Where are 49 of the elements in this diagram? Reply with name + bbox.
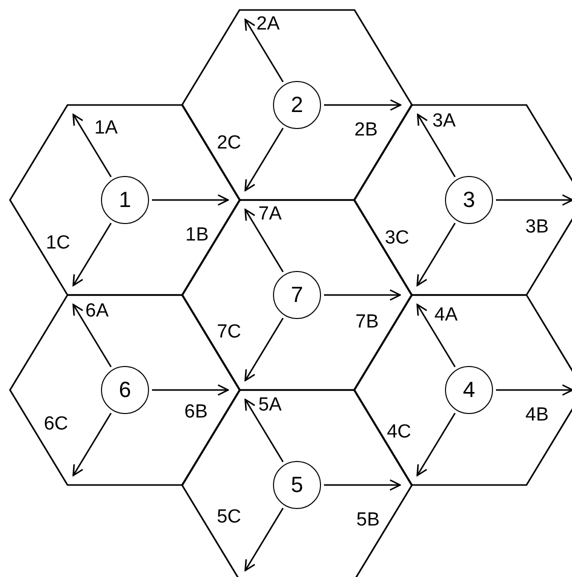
sector-label: 6C: [44, 414, 68, 434]
arrow: [244, 208, 284, 272]
cell-site-circle: 3: [445, 176, 493, 224]
arrow: [72, 114, 112, 178]
cell-site-circle: 5: [273, 461, 321, 509]
sector-label: 2C: [216, 134, 242, 152]
sector-label: 1C: [46, 234, 70, 252]
sector-label: 5A: [258, 396, 282, 414]
arrow: [324, 479, 401, 491]
sector-label: 5B: [356, 510, 380, 530]
sector-label: 4C: [386, 422, 412, 442]
sector-label: 5C: [216, 508, 242, 526]
arrow: [496, 194, 572, 206]
cell-site-circle: 6: [101, 366, 149, 414]
cell-site-circle: 7: [273, 271, 321, 319]
sector-label: 2B: [354, 120, 378, 140]
arrow: [416, 412, 456, 476]
arrow: [244, 128, 284, 192]
sector-label: 3B: [525, 218, 549, 236]
sector-label: 2A: [256, 14, 280, 34]
sector-label: 4A: [434, 306, 458, 324]
arrow: [152, 384, 229, 396]
sector-label: 7C: [216, 322, 242, 342]
sector-label: 3A: [432, 112, 456, 130]
sector-label: 6A: [85, 302, 109, 320]
sector-label: 1B: [185, 226, 209, 244]
sector-label: 3C: [384, 228, 410, 248]
arrow: [72, 412, 112, 476]
sector-label: 7A: [258, 204, 282, 224]
cell-site-circle: 2: [273, 81, 321, 129]
cell-site-circle: 1: [101, 176, 149, 224]
arrow: [244, 398, 284, 462]
arrow: [72, 304, 112, 368]
arrow: [244, 318, 284, 382]
arrow: [416, 114, 456, 178]
arrow: [152, 194, 229, 206]
sector-label: 6B: [184, 402, 208, 422]
arrow: [244, 18, 284, 82]
cell-site-circle: 4: [445, 366, 493, 414]
arrow: [324, 99, 402, 111]
sector-label: 4B: [525, 406, 549, 424]
sector-label: 1A: [94, 118, 118, 138]
arrow: [244, 508, 284, 572]
arrow: [496, 384, 572, 396]
arrow: [416, 304, 456, 368]
arrow: [324, 289, 401, 301]
arrow: [72, 222, 112, 286]
arrow: [416, 222, 456, 286]
sector-label: 7B: [355, 312, 379, 332]
